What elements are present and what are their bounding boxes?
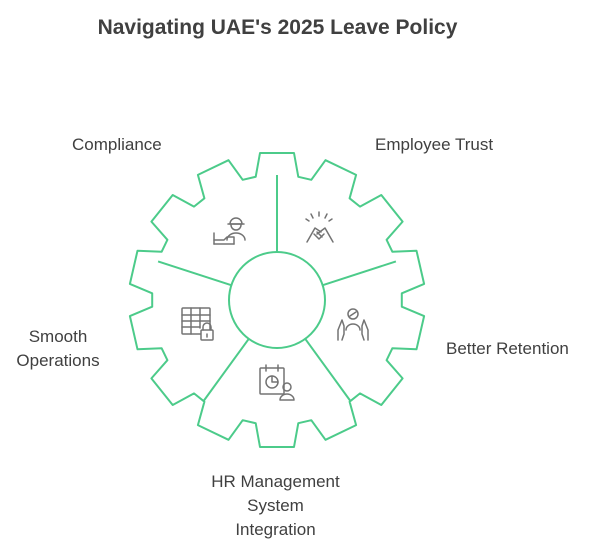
segment-divider bbox=[157, 260, 232, 287]
person-hands-icon bbox=[337, 308, 369, 341]
handshake-icon bbox=[305, 211, 334, 243]
segment-dividers bbox=[157, 175, 397, 402]
label-compliance: Compliance bbox=[72, 135, 162, 154]
segment-divider bbox=[202, 338, 250, 402]
label-better-retention: Better Retention bbox=[446, 339, 569, 358]
table-lock-icon bbox=[181, 307, 214, 341]
label-hr-management-system-integration: HR Management System Integration bbox=[211, 472, 340, 539]
segment-divider bbox=[304, 338, 352, 402]
calendar-user-icon bbox=[259, 364, 295, 401]
diagram-title: Navigating UAE's 2025 Leave Policy bbox=[97, 16, 458, 39]
label-employee-trust: Employee Trust bbox=[375, 135, 494, 154]
segment-divider bbox=[322, 260, 397, 287]
worker-bed-icon bbox=[213, 217, 246, 245]
gear-outline bbox=[128, 152, 426, 448]
gear-hub bbox=[228, 251, 326, 349]
label-smooth-operations: Smooth Operations bbox=[16, 327, 100, 370]
